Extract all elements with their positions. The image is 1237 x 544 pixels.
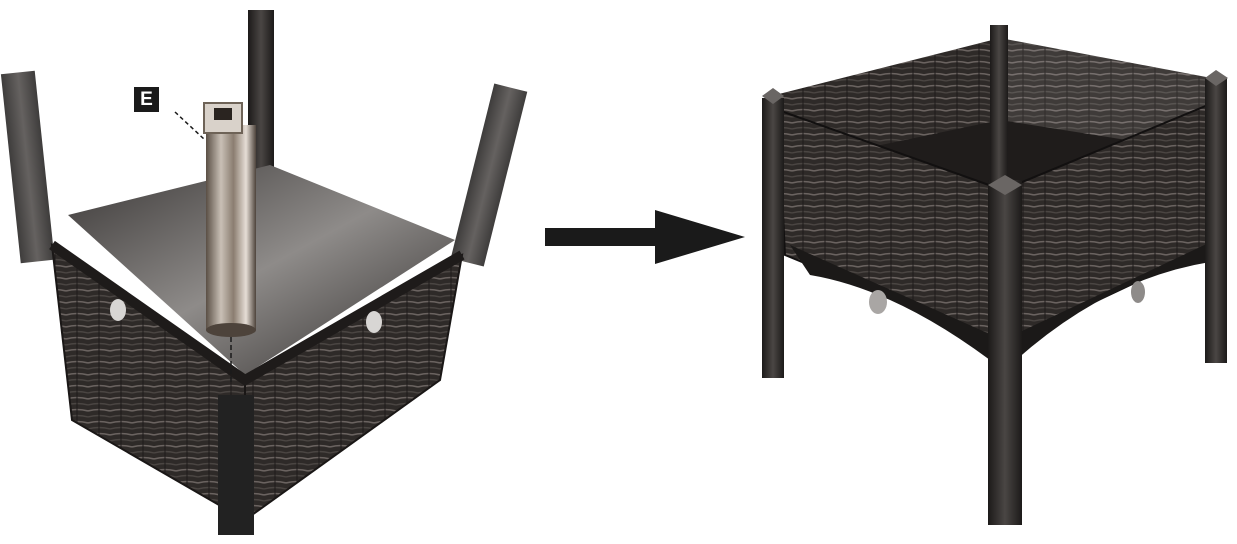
corner-post [218, 395, 254, 535]
right-leg-ghost [451, 84, 528, 267]
leg-back [990, 25, 1008, 185]
clip-button [1131, 281, 1145, 303]
left-leg-ghost [1, 71, 55, 264]
direction-arrow [545, 210, 745, 264]
assembled-planter-illustration [762, 25, 1228, 525]
leg-back-left [762, 98, 784, 378]
leg-right [1205, 78, 1227, 363]
clip-button [366, 311, 382, 333]
leader-line [175, 112, 205, 140]
assembly-step-illustration [1, 10, 527, 535]
clip-button [110, 299, 126, 321]
part-label-e: E [134, 87, 159, 112]
clip-button [869, 290, 887, 314]
leg-front [988, 180, 1022, 525]
metal-tube-e [204, 103, 256, 337]
